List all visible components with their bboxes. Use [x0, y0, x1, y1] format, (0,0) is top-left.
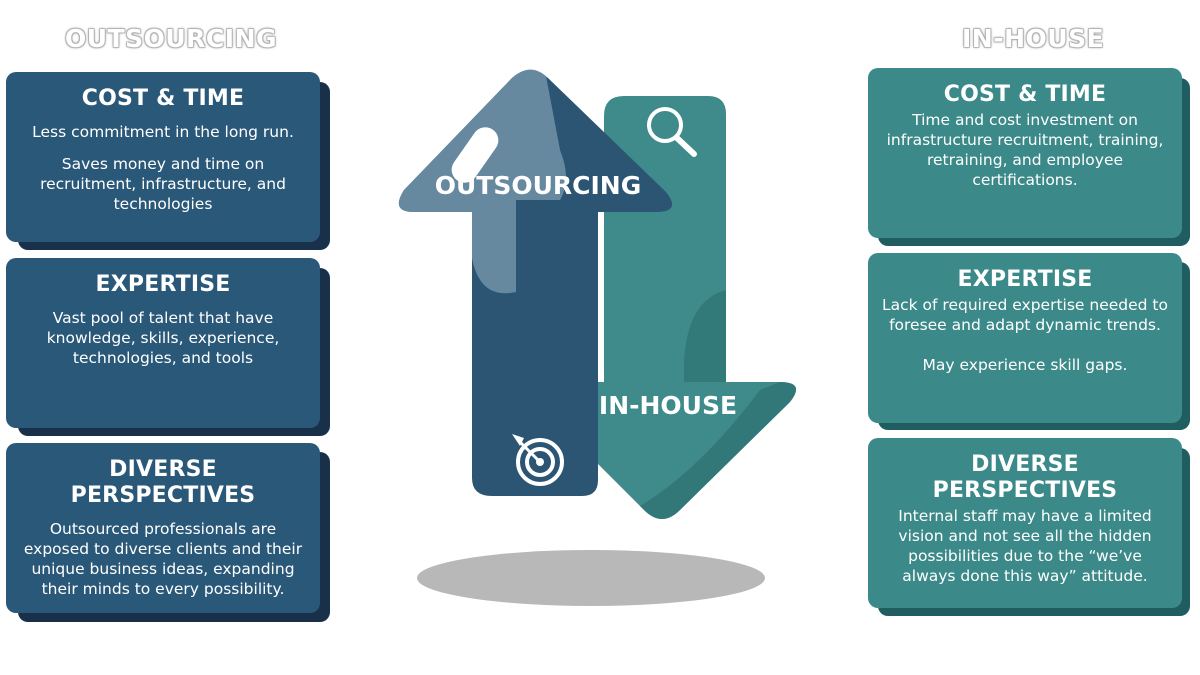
down-arrow-label: IN-HOUSE: [599, 391, 737, 420]
outsourcing-expertise-card: EXPERTISE Vast pool of talent that have …: [6, 258, 320, 428]
floor-shadow: [417, 550, 765, 606]
card-heading: DIVERSE PERSPECTIVES: [932, 452, 1118, 503]
inhouse-perspectives-card: DIVERSE PERSPECTIVES Internal staff may …: [868, 438, 1182, 608]
arrows-graphic: OUTSOURCING IN-HOUSE: [398, 69, 797, 606]
target-icon: [512, 434, 564, 486]
up-arrow-label: OUTSOURCING: [435, 171, 642, 200]
card-heading: COST & TIME: [81, 86, 245, 111]
card-text: Saves money and time on recruitment, inf…: [40, 155, 286, 213]
up-arrow: [398, 69, 673, 496]
magnifier-icon: [647, 107, 697, 157]
card-text: May experience skill gaps.: [922, 356, 1128, 374]
inhouse-cost-card: COST & TIME Time and cost investment on …: [868, 68, 1182, 238]
card-heading: EXPERTISE: [95, 272, 231, 297]
card-text: Vast pool of talent that have knowledge,…: [46, 309, 280, 367]
card-heading: DIVERSE PERSPECTIVES: [70, 457, 256, 508]
card-heading: COST & TIME: [943, 82, 1107, 107]
card-text: Lack of required expertise needed to for…: [881, 296, 1168, 334]
arrow-highlight: [451, 127, 499, 183]
card-text: Outsourced professionals are exposed to …: [23, 520, 303, 598]
card-heading: EXPERTISE: [957, 267, 1093, 292]
inhouse-expertise-card: EXPERTISE Lack of required expertise nee…: [868, 253, 1182, 423]
card-text: Internal staff may have a limited vision…: [898, 507, 1152, 585]
card-text: Time and cost investment on infrastructu…: [886, 111, 1164, 189]
outsourcing-title: OUTSOURCING: [65, 24, 278, 53]
outsourcing-perspectives-card: DIVERSE PERSPECTIVES Outsourced professi…: [6, 443, 320, 613]
card-text: Less commitment in the long run.: [32, 123, 294, 141]
inhouse-title: IN-HOUSE: [962, 24, 1105, 53]
outsourcing-cost-card: COST & TIME Less commitment in the long …: [6, 72, 320, 242]
